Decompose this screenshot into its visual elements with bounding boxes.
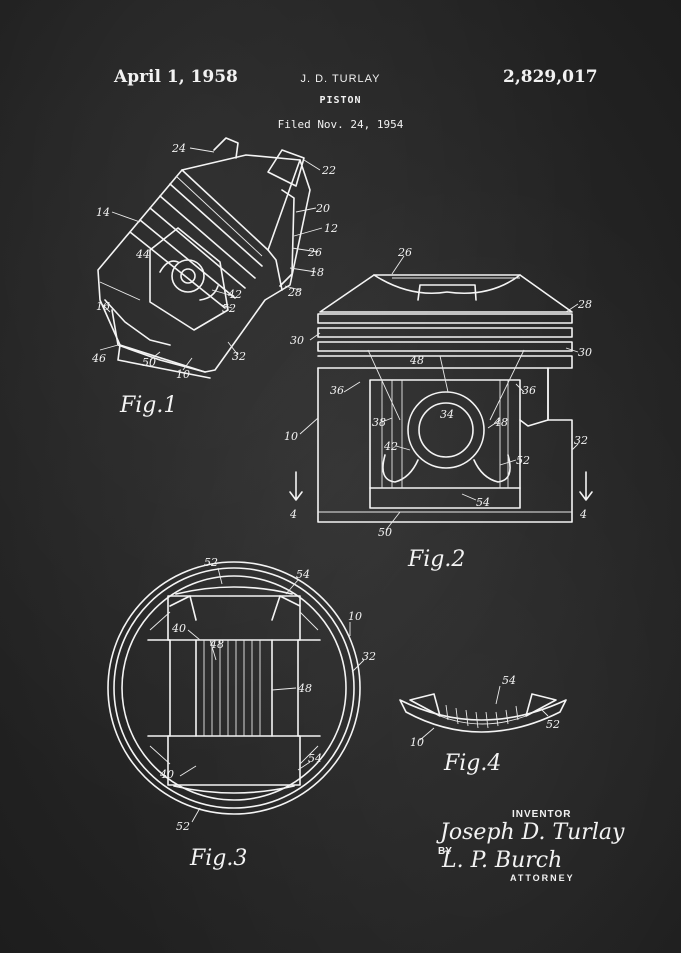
ref-30-left: 30 [290,334,304,347]
figure-3-label: Fig.3 [189,846,247,871]
ref-48-fig2-top: 48 [409,354,424,367]
ref-32-fig1: 32 [232,350,246,363]
ref-22: 22 [321,164,336,177]
ref-28-fig2: 28 [577,298,592,311]
ref-26-fig2: 26 [397,246,412,259]
ref-48-fig3-top: 48 [209,638,224,651]
ref-46: 46 [91,352,106,365]
ref-52-fig1: 52 [222,302,236,315]
figure-3-drawing [107,561,365,823]
ref-52-fig3-bottom: 52 [176,820,190,833]
ref-40-bottom: 40 [159,768,174,781]
ref-12: 12 [324,222,338,235]
ref-48-fig3-mid: 48 [297,682,312,695]
ref-54-fig2: 54 [476,496,490,509]
ref-54-fig4: 54 [502,674,516,687]
inventor-signature: Joseph D. Turlay [440,820,625,845]
ref-52-fig2: 52 [516,454,530,467]
patent-date: April 1, 1958 [114,67,238,87]
figure-4-drawing [399,685,567,741]
patent-number: 2,829,017 [503,67,598,87]
ref-44: 44 [135,248,150,261]
figure-2-label: Fig.2 [407,547,465,572]
inventor-header: J. D. TURLAY [300,73,381,85]
ref-10-fig4: 10 [410,736,424,749]
ref-18: 18 [310,266,324,279]
ref-20: 20 [315,202,330,215]
attorney-signature: L. P. Burch [442,848,563,873]
ref-26: 26 [307,246,322,259]
ref-30-right: 30 [578,346,592,359]
ref-32-fig3: 32 [362,650,376,663]
patent-title: PISTON [319,95,362,106]
ref-50-fig2: 50 [378,526,392,539]
ref-38: 38 [372,416,386,429]
ref-52-fig3-top: 52 [204,556,218,569]
figure-1-label: Fig.1 [119,393,177,418]
ref-42-fig2: 42 [383,440,398,453]
ref-10-fig1: 10 [176,368,190,381]
ref-42: 42 [227,288,242,301]
ref-10-fig3: 10 [348,610,362,623]
ref-4-right: 4 [579,508,587,521]
ref-40-top: 40 [171,622,186,635]
ref-50-fig1: 50 [142,356,156,369]
filed-date: Filed Nov. 24, 1954 [277,118,404,131]
ref-14: 14 [96,206,110,219]
attorney-label: ATTORNEY [510,873,575,883]
ref-16: 16 [96,300,110,313]
by-label: BY [438,846,452,857]
ref-28: 28 [287,286,302,299]
ref-34: 34 [440,408,454,421]
ref-32-fig2: 32 [574,434,588,447]
ref-54-fig3-top: 54 [296,568,310,581]
inventor-label: INVENTOR [512,809,572,820]
ref-10-fig2: 10 [284,430,298,443]
ref-54-fig3-bottom: 54 [308,752,322,765]
ref-4-left: 4 [289,508,297,521]
ref-52-fig4: 52 [546,718,560,731]
ref-48-fig2-right: 48 [493,416,508,429]
figure-1-drawing [97,137,323,379]
figure-4-label: Fig.4 [443,751,501,776]
ref-24: 24 [171,142,186,155]
figure-2-drawing [289,255,593,531]
ref-36-left: 36 [330,384,344,397]
ref-36-right: 36 [522,384,536,397]
